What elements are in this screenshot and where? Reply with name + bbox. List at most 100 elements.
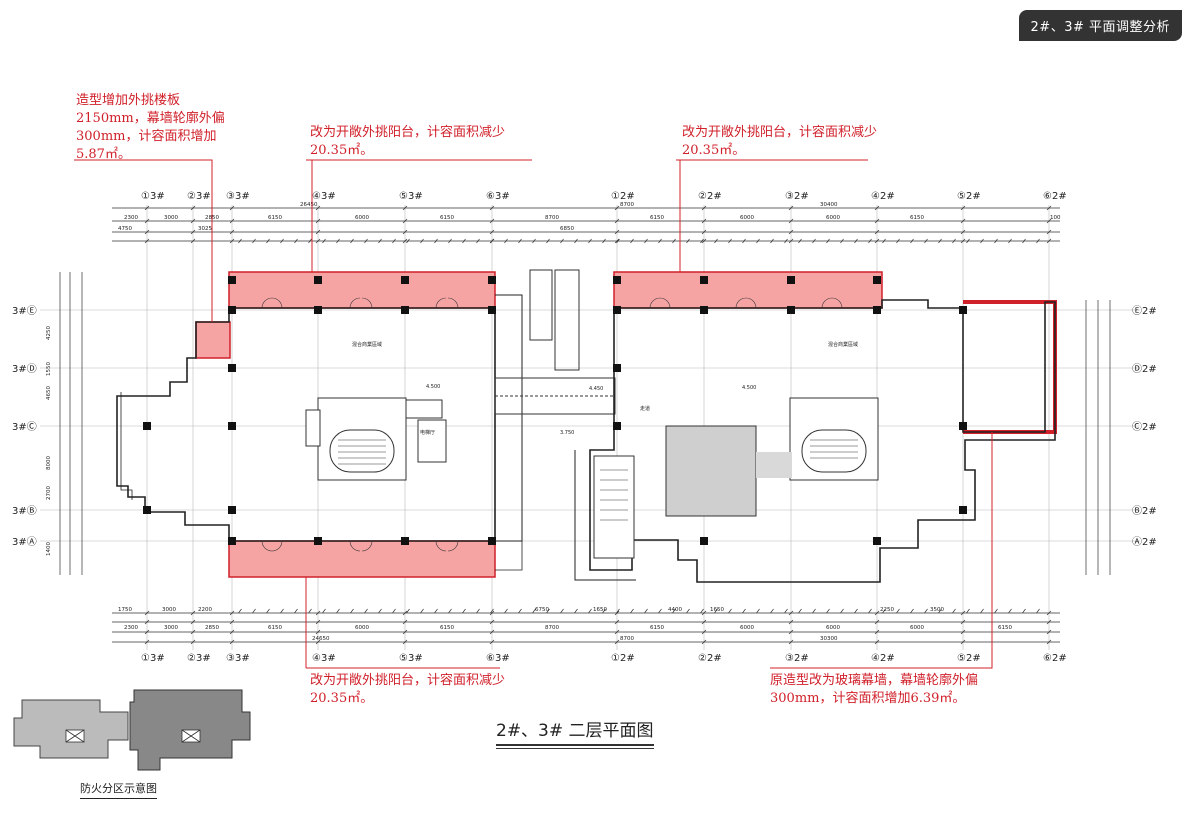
right-axis-4: Ⓐ2# bbox=[1132, 536, 1157, 548]
level-c: 3.750 bbox=[560, 430, 574, 436]
top-axis-8: ③2# bbox=[785, 191, 809, 202]
stair-treads-3 bbox=[338, 439, 386, 465]
bot-dim2-0: 2300 bbox=[124, 625, 138, 631]
column-23 bbox=[700, 276, 708, 284]
bottom-axis-11: ⑥2# bbox=[1043, 653, 1067, 664]
column-7 bbox=[488, 537, 496, 545]
bot-dim1-2: 2200 bbox=[198, 607, 212, 613]
bottom-axis-4: ⑤3# bbox=[399, 653, 423, 664]
top-axis-10: ⑤2# bbox=[957, 191, 981, 202]
column-14 bbox=[401, 276, 409, 284]
top-axis-5: ⑥3# bbox=[486, 191, 510, 202]
corridor-label: 走道 bbox=[640, 405, 650, 412]
fire-zone-diagram bbox=[13, 689, 251, 771]
note-cantilever-slab: 造型增加外挑楼板2150mm，幕墙轮廓外偏300mm，计容面积增加5.87㎡。 bbox=[76, 93, 225, 162]
elev-lobby-label: 电梯厅 bbox=[420, 429, 435, 436]
note-balcony-3-top: 改为开敞外挑阳台，计容面积减少20.35㎡。 bbox=[310, 125, 506, 158]
bottom-axis-labels: ①3#②3#③3#④3#⑤3#⑥3#①2#②2#③2#④2#⑤2#⑥2# bbox=[141, 653, 1067, 664]
column-21 bbox=[959, 306, 967, 314]
section-badge: 2#、3# 平面调整分析 bbox=[1018, 10, 1182, 41]
bot-dim1-5: 4400 bbox=[668, 607, 682, 613]
fire-zone-caption: 防火分区示意图 bbox=[80, 780, 157, 799]
top-dim1-11: 100 bbox=[1050, 215, 1061, 221]
bottom-axis-7: ②2# bbox=[698, 653, 722, 664]
top-dim2-0: 4750 bbox=[118, 226, 132, 232]
bot-dim1-3: 6750 bbox=[535, 607, 549, 613]
column-4 bbox=[228, 537, 236, 545]
building-3-core bbox=[305, 397, 447, 481]
columns bbox=[143, 276, 967, 545]
balcony-3-top bbox=[228, 271, 496, 309]
column-9 bbox=[228, 422, 236, 430]
right-axis-1: Ⓓ2# bbox=[1132, 363, 1157, 375]
door-swings bbox=[261, 297, 843, 552]
column-3 bbox=[488, 306, 496, 314]
hall-3-label: 混合商業區域 bbox=[352, 341, 382, 348]
bot-dim1-6: 1650 bbox=[710, 607, 724, 613]
note-balcony-3-bottom: 改为开敞外挑阳台，计容面积减少20.35㎡。 bbox=[310, 673, 506, 706]
drawing-title: 2#、3# 二层平面图 bbox=[496, 716, 654, 749]
top-axis-2: ③3# bbox=[226, 191, 250, 202]
column-18 bbox=[700, 306, 708, 314]
bot-dim2-11: 6150 bbox=[998, 625, 1012, 631]
top-dim1-7: 6150 bbox=[650, 215, 664, 221]
column-29 bbox=[700, 537, 708, 545]
right-axis-0: Ⓔ2# bbox=[1132, 305, 1157, 317]
level-b: 4.450 bbox=[589, 386, 603, 392]
bot-dim2-9: 6000 bbox=[826, 625, 840, 631]
right-axis-labels: Ⓔ2#Ⓓ2#Ⓒ2#Ⓑ2#Ⓐ2# bbox=[1132, 305, 1157, 548]
top-overall-0: 26450 bbox=[300, 202, 318, 208]
top-axis-1: ②3# bbox=[187, 191, 211, 202]
leader-lines bbox=[74, 159, 993, 669]
top-dimension-ticks bbox=[144, 205, 1052, 244]
note-balcony-2-top: 改为开敞外挑阳台，计容面积减少20.35㎡。 bbox=[682, 125, 878, 158]
top-dimension-lines bbox=[112, 207, 1060, 242]
column-27 bbox=[959, 506, 967, 514]
top-axis-11: ⑥2# bbox=[1043, 191, 1067, 202]
column-5 bbox=[314, 537, 322, 545]
column-22 bbox=[613, 276, 621, 284]
bot-dim2-5: 6150 bbox=[440, 625, 454, 631]
note-curtain-wall: 原造型改为玻璃幕墙，幕墙轮廓外偏300mm，计容面积增加6.39㎡。 bbox=[770, 673, 979, 706]
left-dim-1: 4650 bbox=[46, 386, 52, 400]
bot-dim2-3: 6150 bbox=[268, 625, 282, 631]
left-dim-5: 1400 bbox=[46, 542, 52, 556]
top-dim1-9: 6000 bbox=[826, 215, 840, 221]
top-dim1-10: 6150 bbox=[910, 215, 924, 221]
left-axis-2: 3#Ⓒ bbox=[12, 421, 37, 433]
left-dim-2: 8000 bbox=[46, 456, 52, 470]
highlight-areas bbox=[195, 271, 1057, 578]
column-25 bbox=[873, 276, 881, 284]
bottom-axis-2: ③3# bbox=[226, 653, 250, 664]
left-dim-0: 4250 bbox=[46, 326, 52, 340]
top-dim1-5: 6150 bbox=[440, 215, 454, 221]
bottom-axis-1: ②3# bbox=[187, 653, 211, 664]
column-2 bbox=[401, 306, 409, 314]
column-28 bbox=[873, 537, 881, 545]
bot-dim2-10: 6000 bbox=[910, 625, 924, 631]
balcony-2-top bbox=[613, 271, 883, 309]
top-axis-4: ⑤3# bbox=[399, 191, 423, 202]
left-axis-4: 3#Ⓐ bbox=[12, 536, 37, 548]
level-d: 4.500 bbox=[742, 385, 756, 391]
bot-dim1-0: 1750 bbox=[118, 607, 132, 613]
top-axis-9: ④2# bbox=[871, 191, 895, 202]
top-dim1-3: 6150 bbox=[268, 215, 282, 221]
right-axis-2: Ⓒ2# bbox=[1132, 421, 1157, 433]
bot-dim2-2: 2850 bbox=[205, 625, 219, 631]
bot-dim2-8: 6000 bbox=[740, 625, 754, 631]
column-16 bbox=[228, 276, 236, 284]
bot-dim1-7: 2250 bbox=[880, 607, 894, 613]
top-dim2-2: 6850 bbox=[560, 226, 574, 232]
column-12 bbox=[228, 506, 236, 514]
bottom-axis-9: ④2# bbox=[871, 653, 895, 664]
bottom-axis-5: ⑥3# bbox=[486, 653, 510, 664]
bot-dim2-6: 8700 bbox=[545, 625, 559, 631]
balcony-3-bottom bbox=[228, 540, 496, 578]
top-dim2-1: 3025 bbox=[198, 226, 212, 232]
top-axis-0: ①3# bbox=[141, 191, 165, 202]
bottom-dimension-lines bbox=[112, 612, 1060, 643]
bot-dim2-7: 6150 bbox=[650, 625, 664, 631]
